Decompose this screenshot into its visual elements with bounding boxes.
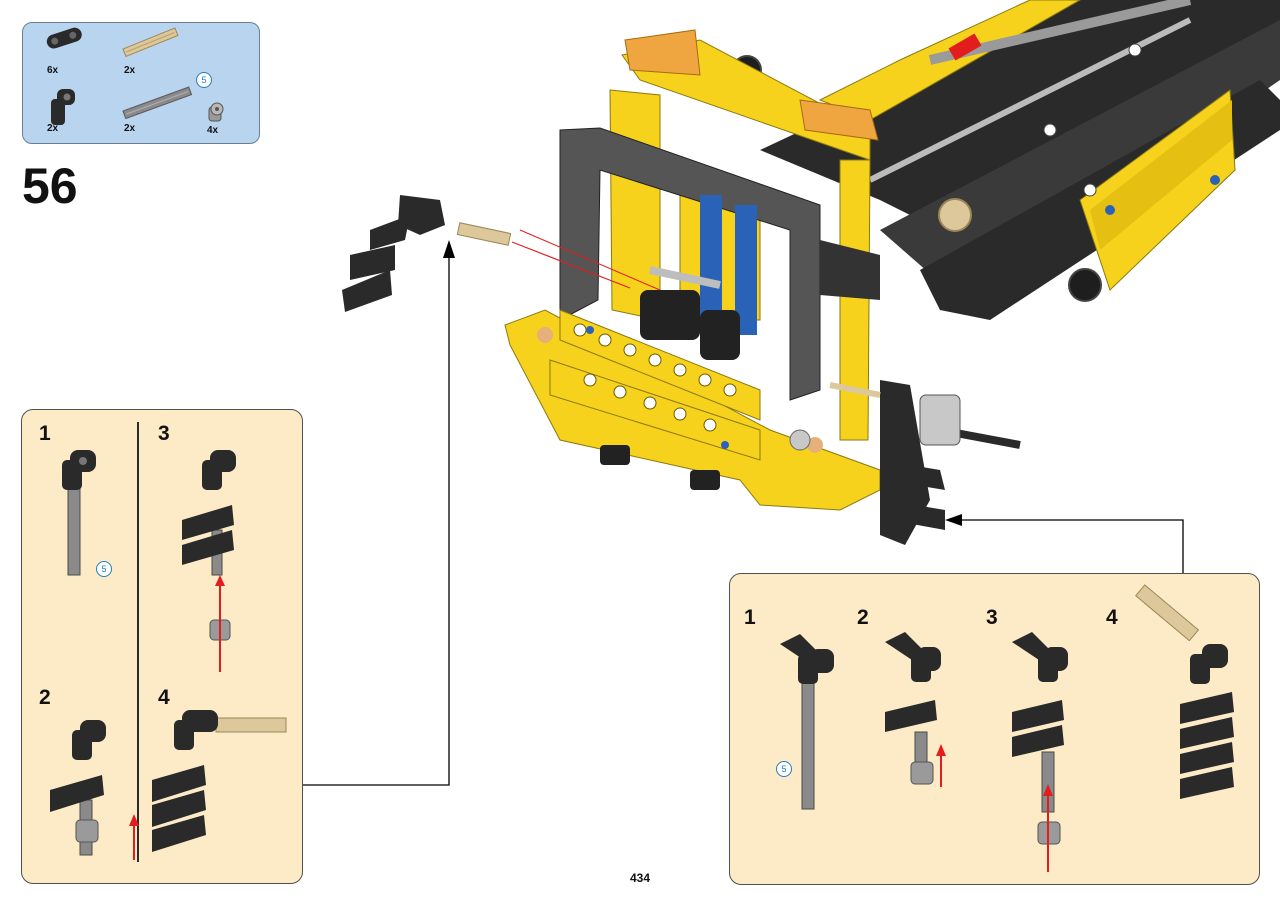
left-detached-assembly [342, 195, 631, 312]
substep1-parts [62, 450, 96, 576]
cab-roof [621, 29, 879, 161]
page-number: 434 [629, 871, 651, 885]
axle-length-callout: 5 [776, 761, 792, 777]
step-number: 56 [22, 158, 78, 214]
substep3-parts [1012, 632, 1068, 872]
subassembly-left-drawing [50, 450, 287, 860]
chassis-rails [760, 0, 1280, 320]
parts-list-drawing [46, 27, 224, 125]
substep-number: 3 [986, 606, 998, 629]
substep-number: 1 [744, 606, 756, 629]
part-qty: 6x [47, 65, 59, 76]
liftarm-1x2-black-icon [46, 27, 82, 49]
substep1-parts [780, 634, 834, 810]
front-bumper [504, 309, 881, 511]
parts-list-box: 6x 2x 2x 2x 4x 5 [22, 22, 260, 144]
axle-4-tan-icon [122, 27, 179, 58]
subassembly-panel-left: 1 3 2 4 5 [21, 409, 303, 884]
callout-leader-lines [302, 250, 1184, 786]
substep-number: 4 [158, 686, 170, 709]
leader-arrowhead [945, 514, 962, 526]
substep-number: 2 [39, 686, 51, 709]
part-qty: 2x [47, 123, 59, 134]
axle-5-grey-icon [122, 86, 193, 120]
substep2-parts [885, 632, 946, 787]
part-qty: 2x [124, 65, 136, 76]
substep4-parts [152, 710, 287, 852]
substep-number: 2 [857, 606, 869, 629]
substep2-parts [50, 720, 139, 860]
right-hanging-assembly [829, 380, 1021, 545]
subassembly-panel-right: 1 2 3 4 5 [729, 573, 1260, 885]
substep-number: 1 [39, 422, 51, 445]
substep3-parts [182, 450, 236, 672]
axle-length-callout: 5 [196, 72, 212, 88]
cab-frame [519, 89, 880, 441]
substep-number: 3 [158, 422, 170, 445]
substep4-parts [1135, 584, 1234, 799]
panel-divider [137, 422, 139, 862]
substep-number: 4 [1106, 606, 1118, 629]
part-qty: 2x [124, 123, 136, 134]
part-qty: 4x [207, 125, 219, 136]
axle-length-callout: 5 [96, 561, 112, 577]
angle-connector-black-icon [51, 89, 75, 125]
leader-arrowhead [443, 240, 455, 258]
bush-grey-icon [208, 102, 224, 122]
subassembly-right-drawing [780, 584, 1234, 872]
